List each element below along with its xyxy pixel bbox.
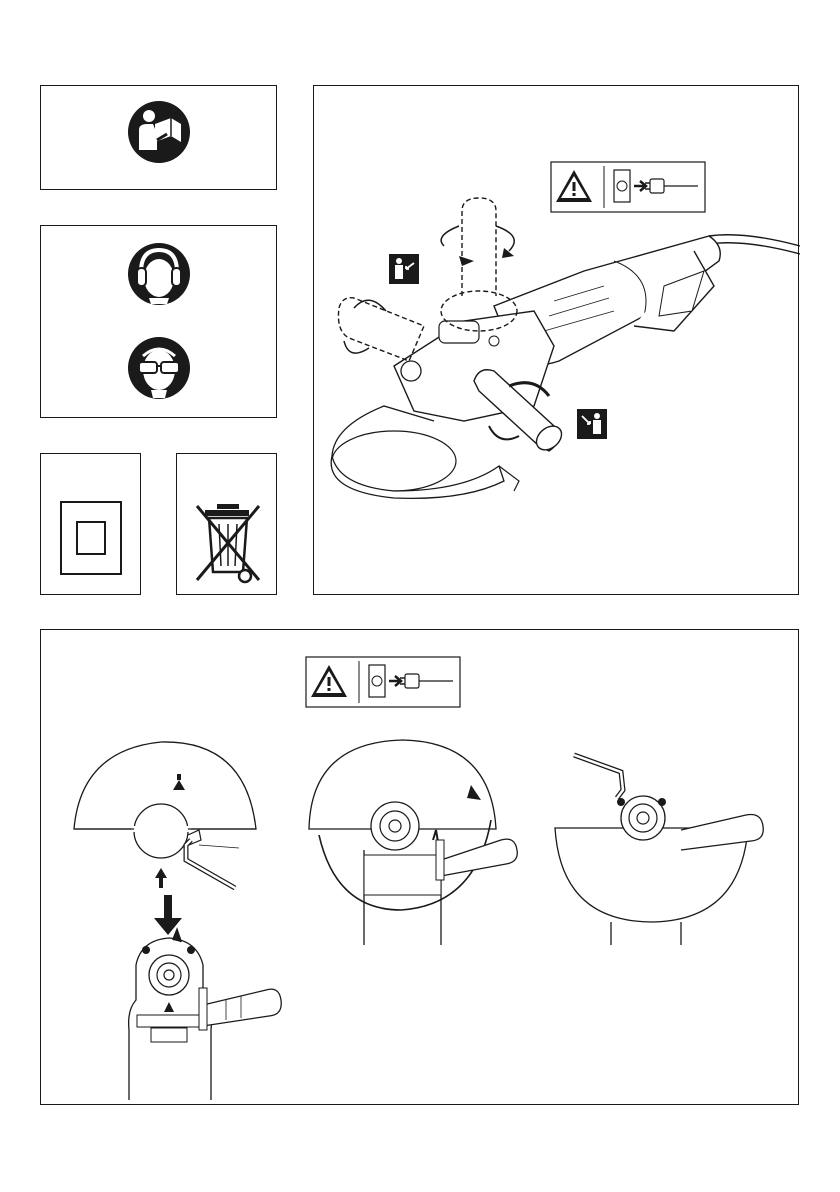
- auxiliary-handle-panel: [313, 85, 799, 595]
- unplug-warning-label: [551, 162, 705, 212]
- guard-step-2: [309, 740, 517, 945]
- socket-icon: [614, 170, 630, 202]
- person-icon: [389, 254, 419, 284]
- grinder-head-front: [129, 930, 282, 1100]
- rotate-arrow-icon: [441, 226, 514, 266]
- crossed-bin-icon: [191, 500, 265, 586]
- ppe-panel: [40, 225, 277, 418]
- guard-mounting-illustration: [41, 630, 800, 1106]
- guard-mounting-panel: [40, 629, 799, 1105]
- read-manual-icon: [127, 100, 191, 164]
- eye-protection-icon: [127, 336, 191, 400]
- hex-key-icon: [574, 755, 623, 798]
- left-handle-dashed: [338, 298, 424, 361]
- double-insulation-panel: [40, 453, 141, 595]
- socket-icon: [369, 665, 385, 697]
- unplug-warning-label: [306, 657, 460, 707]
- arrow-down-icon: [154, 895, 182, 935]
- read-manual-panel: [40, 85, 277, 190]
- person-icon-right: [577, 409, 607, 439]
- guard-step-1: [74, 742, 256, 935]
- weee-panel: [176, 453, 277, 595]
- guard-step-3: [555, 755, 763, 945]
- ear-protection-icon: [127, 242, 191, 306]
- double-insulation-icon: [59, 500, 123, 576]
- grinder-illustration: [314, 86, 800, 596]
